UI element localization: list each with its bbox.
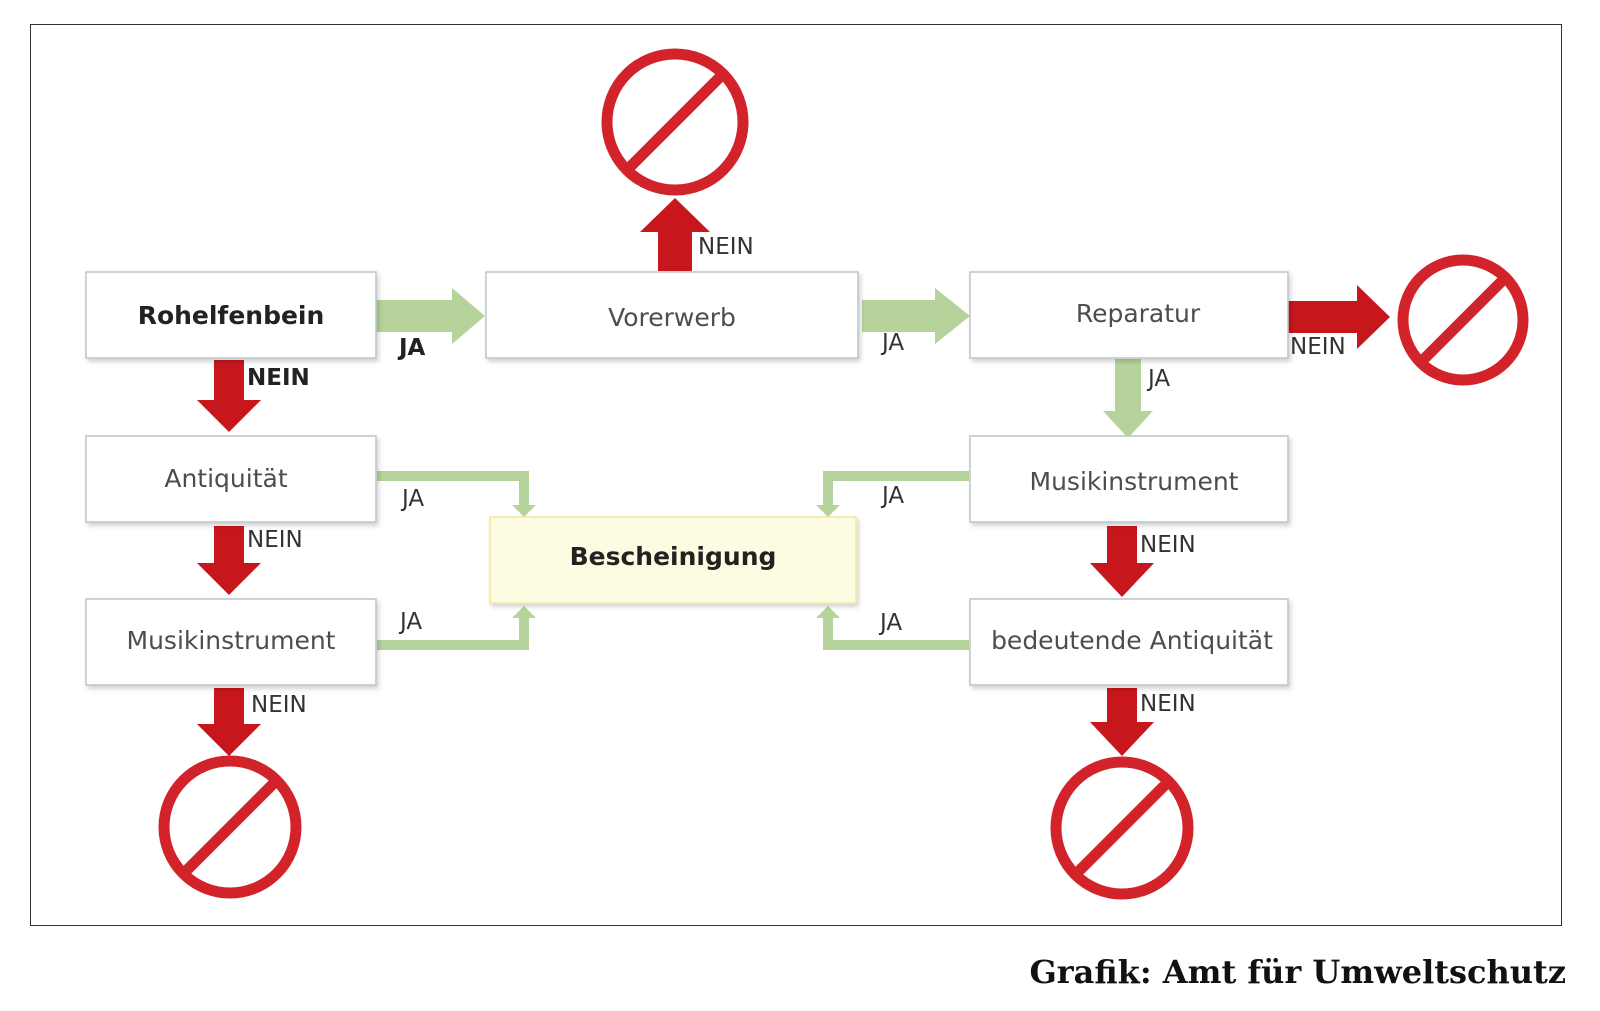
arrow-yes-rohelfenbein-vorerwerb — [376, 288, 485, 344]
prohibited-signs — [158, 48, 1529, 900]
prohibited-icon — [601, 48, 749, 196]
arrow-no-antiquitaet-musikinstrument — [197, 526, 261, 595]
box-rohelfenbein — [85, 271, 377, 359]
edge-label-reparatur-musikinstrument: JA — [1146, 366, 1170, 392]
no-arrows — [197, 198, 1390, 756]
edge-labels: JA NEIN JA NEIN NEIN JA JA JA NEIN NEIN … — [247, 234, 1346, 718]
prohibited-icon — [1397, 254, 1529, 386]
box-bescheinigung — [489, 516, 857, 604]
box-antiquitaet — [85, 435, 377, 523]
prohibited-icon — [1050, 756, 1194, 900]
label-reparatur: Reparatur — [1076, 299, 1201, 328]
edge-label-musikinstrument-left-bescheinigung: JA — [398, 609, 422, 635]
arrow-yes-musikinstrument-left-bescheinigung — [377, 606, 536, 650]
box-musikinstrument-right — [969, 435, 1289, 523]
label-bescheinigung: Bescheinigung — [570, 542, 777, 571]
edge-label-rohelfenbein-vorerwerb: JA — [397, 335, 426, 361]
diagram-frame — [30, 24, 1562, 926]
node-labels: Rohelfenbein Vorerwerb Reparatur Antiqui… — [127, 299, 1274, 655]
arrow-no-reparatur-right — [1287, 285, 1390, 349]
arrow-no-musikinstrument-prohibited — [197, 688, 261, 756]
box-reparatur — [969, 271, 1289, 359]
arrow-yes-bedeutende-bescheinigung — [816, 606, 969, 650]
label-vorerwerb: Vorerwerb — [608, 303, 736, 332]
yes-arrows — [376, 288, 1153, 650]
arrow-no-bedeutende-prohibited — [1090, 688, 1154, 756]
node-boxes — [85, 271, 1289, 686]
label-bedeutende-antiquitaet: bedeutende Antiquität — [991, 626, 1273, 655]
edge-label-bedeutende-prohibited: NEIN — [1140, 691, 1196, 717]
box-bedeutende-antiquitaet — [969, 598, 1289, 686]
edge-label-vorerwerb-reparatur: JA — [880, 330, 904, 356]
arrow-no-vorerwerb-up — [640, 198, 710, 271]
image-credit: Grafik: Amt für Umweltschutz — [1029, 953, 1566, 991]
box-vorerwerb — [485, 271, 859, 359]
label-musikinstrument-left: Musikinstrument — [127, 626, 336, 655]
edge-label-musikinstrument-left-prohibited: NEIN — [251, 692, 307, 718]
label-rohelfenbein: Rohelfenbein — [138, 301, 325, 330]
arrow-no-musikinstrument-bedeutende — [1090, 526, 1154, 597]
prohibited-icon — [158, 755, 302, 899]
box-musikinstrument-left — [85, 598, 377, 686]
edge-label-rohelfenbein-antiquitaet: NEIN — [247, 365, 310, 391]
edge-label-antiquitaet-bescheinigung: JA — [400, 486, 424, 512]
edge-label-musikinstrument-right-bedeutende: NEIN — [1140, 532, 1196, 558]
arrow-yes-reparatur-musikinstrument — [1103, 359, 1153, 438]
edge-label-bedeutende-bescheinigung: JA — [878, 610, 902, 636]
edge-label-vorerwerb-prohibited: NEIN — [698, 234, 754, 260]
arrow-yes-vorerwerb-reparatur — [862, 288, 970, 344]
arrow-no-rohelfenbein-antiquitaet — [197, 360, 261, 432]
edge-label-reparatur-prohibited: NEIN — [1290, 334, 1346, 360]
label-musikinstrument-right: Musikinstrument — [1030, 467, 1239, 496]
edge-label-antiquitaet-musikinstrument: NEIN — [247, 527, 303, 553]
arrow-yes-antiquitaet-bescheinigung — [377, 471, 536, 517]
label-antiquitaet: Antiquität — [164, 464, 287, 493]
edge-label-musikinstrument-right-bescheinigung: JA — [880, 483, 904, 509]
arrow-yes-musikinstrument-bescheinigung — [816, 471, 969, 517]
